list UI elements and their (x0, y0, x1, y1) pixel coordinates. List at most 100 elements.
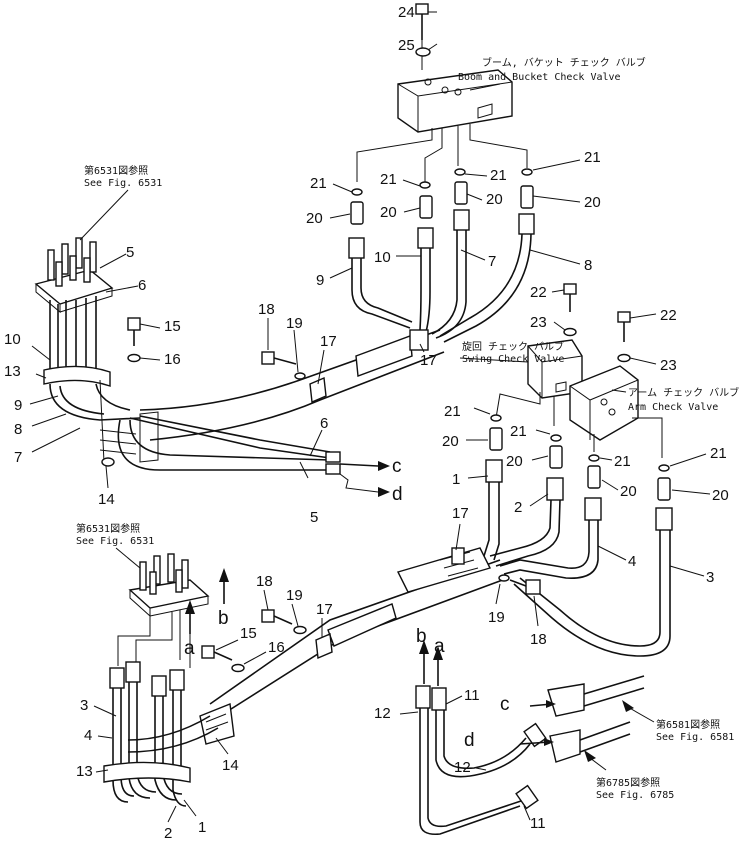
callout-18: 18 (258, 301, 275, 318)
marker-d: d (464, 730, 475, 751)
callout-1: 1 (198, 819, 206, 836)
callout-17: 17 (316, 601, 333, 618)
bolt-24 (415, 3, 429, 70)
callout-20: 20 (380, 204, 397, 221)
callout-6: 6 (138, 277, 146, 294)
marker-d: d (392, 484, 403, 505)
callout-21: 21 (510, 423, 527, 440)
callout-19: 19 (488, 609, 505, 626)
callout-7: 7 (14, 449, 22, 466)
hoses-lower-left (103, 661, 219, 807)
callout-20: 20 (486, 191, 503, 208)
note-ref-top-jp: 第6531図参照 (84, 164, 148, 177)
callout-20: 20 (442, 433, 459, 450)
callout-4: 4 (84, 727, 92, 744)
note-arm-en: Arm Check Valve (628, 402, 718, 413)
hoses-mid-group (483, 482, 671, 657)
callout-17: 17 (452, 505, 469, 522)
callout-11: 11 (530, 815, 546, 832)
callout-23: 23 (660, 357, 677, 374)
callout-21: 21 (584, 149, 601, 166)
hose-nuts-mid (485, 459, 673, 531)
callout-5: 5 (310, 509, 318, 526)
callout-18: 18 (256, 573, 273, 590)
note-swing-en: Swing Check Valve (462, 354, 564, 365)
callout-22: 22 (660, 307, 677, 324)
callout-20: 20 (584, 194, 601, 211)
callout-17: 17 (320, 333, 337, 350)
callout-3: 3 (706, 569, 714, 586)
o-rings-mid (490, 414, 670, 472)
boom-bucket-check-valve (397, 69, 513, 133)
note-ref-6785-en: See Fig. 6785 (596, 790, 674, 801)
upper-hose-bundle (99, 329, 445, 471)
lower-hose-bundle (199, 547, 509, 745)
marker-b: b (416, 626, 427, 647)
note-ref-6581-jp: 第6581図参照 (656, 718, 720, 731)
callout-14: 14 (98, 491, 115, 508)
clamp-17-upper (261, 351, 327, 404)
washer-25 (415, 47, 431, 57)
callout-20: 20 (506, 453, 523, 470)
note-boom-bucket-en: Boom and Bucket Check Valve (458, 72, 621, 83)
hoses-top-group (351, 230, 532, 343)
callout-21: 21 (310, 175, 327, 192)
callout-6: 6 (320, 415, 328, 432)
callout-1: 1 (452, 471, 460, 488)
callout-4: 4 (628, 553, 636, 570)
callout-21: 21 (490, 167, 507, 184)
marker-a: a (434, 636, 445, 657)
marker-c: c (500, 694, 510, 715)
callout-14: 14 (222, 757, 239, 774)
bolt-15-16-upper (127, 317, 141, 363)
callout-21: 21 (710, 445, 727, 462)
upper-left-manifold (34, 237, 141, 467)
callout-2: 2 (514, 499, 522, 516)
couplings-cd-top (325, 451, 390, 497)
callout-21: 21 (444, 403, 461, 420)
marker-a: a (184, 638, 195, 659)
callout-17: 17 (420, 352, 437, 369)
note-ref-top-en: See Fig. 6531 (84, 178, 162, 189)
callout-numbers: 24 25 21 21 21 21 20 20 20 20 9 10 7 8 2… (4, 4, 729, 842)
callout-16: 16 (164, 351, 181, 368)
callout-8: 8 (14, 421, 22, 438)
callout-5: 5 (126, 244, 134, 261)
arrows-ab-mid (185, 568, 229, 634)
callout-13: 13 (76, 763, 93, 780)
elbow-fittings-top (350, 181, 534, 225)
callout-22: 22 (530, 284, 547, 301)
callout-8: 8 (584, 257, 592, 274)
note-ref-mid-jp: 第6531図参照 (76, 522, 140, 535)
callout-9: 9 (14, 397, 22, 414)
elbow-fittings-mid (489, 427, 671, 501)
callout-12: 12 (374, 705, 391, 722)
hose-nuts-top (348, 209, 535, 259)
callout-23: 23 (530, 314, 547, 331)
bolts-22-23 (563, 283, 631, 363)
callout-11: 11 (464, 687, 480, 704)
callout-12: 12 (454, 759, 471, 776)
callout-19: 19 (286, 587, 303, 604)
callout-10: 10 (4, 331, 21, 348)
callout-13: 13 (4, 363, 21, 380)
note-ref-6785-jp: 第6785図参照 (596, 776, 660, 789)
note-boom-bucket-jp: ブーム, バケット チェック バルブ (482, 56, 646, 69)
callout-18: 18 (530, 631, 547, 648)
callout-3: 3 (80, 697, 88, 714)
callout-10: 10 (374, 249, 391, 266)
note-arm-jp: アーム チェック バルブ (628, 386, 739, 399)
callout-16: 16 (268, 639, 285, 656)
callout-24: 24 (398, 4, 415, 21)
callout-2: 2 (164, 825, 172, 842)
callout-7: 7 (488, 253, 496, 270)
lower-left-manifold (117, 553, 210, 668)
marker-c: c (392, 456, 402, 477)
callout-9: 9 (316, 272, 324, 289)
callout-21: 21 (614, 453, 631, 470)
note-swing-jp: 旋回 チェック バルブ (462, 340, 564, 353)
callout-25: 25 (398, 37, 415, 54)
callout-21: 21 (380, 171, 397, 188)
